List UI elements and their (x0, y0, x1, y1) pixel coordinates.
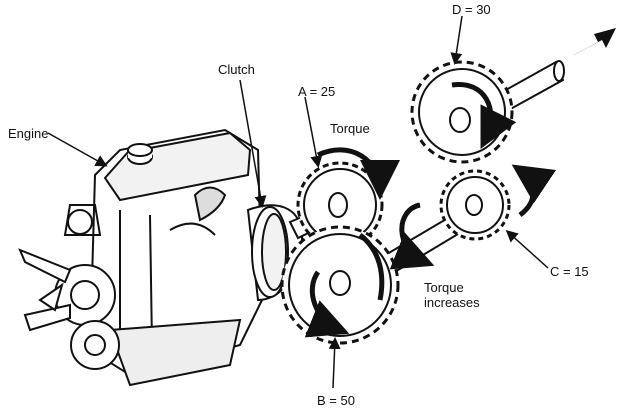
gear-a (296, 161, 384, 249)
torque-label: Torque (330, 121, 370, 136)
clutch-label: Clutch (218, 62, 255, 77)
gear-c-label: C = 15 (550, 264, 589, 279)
engine-label: Engine (8, 126, 49, 141)
output-direction-arrow (572, 28, 616, 56)
gear-a-label: A = 25 (298, 84, 336, 99)
gear-d (410, 60, 514, 164)
gear-c (439, 169, 511, 241)
engine-illustration (18, 128, 304, 387)
rotation-arrows (304, 81, 557, 338)
gear-b-label: B = 50 (317, 393, 355, 408)
torque-increases-label: Torque increases (424, 280, 480, 310)
gear-d-label: D = 30 (452, 2, 491, 17)
leader-lines (47, 15, 549, 389)
